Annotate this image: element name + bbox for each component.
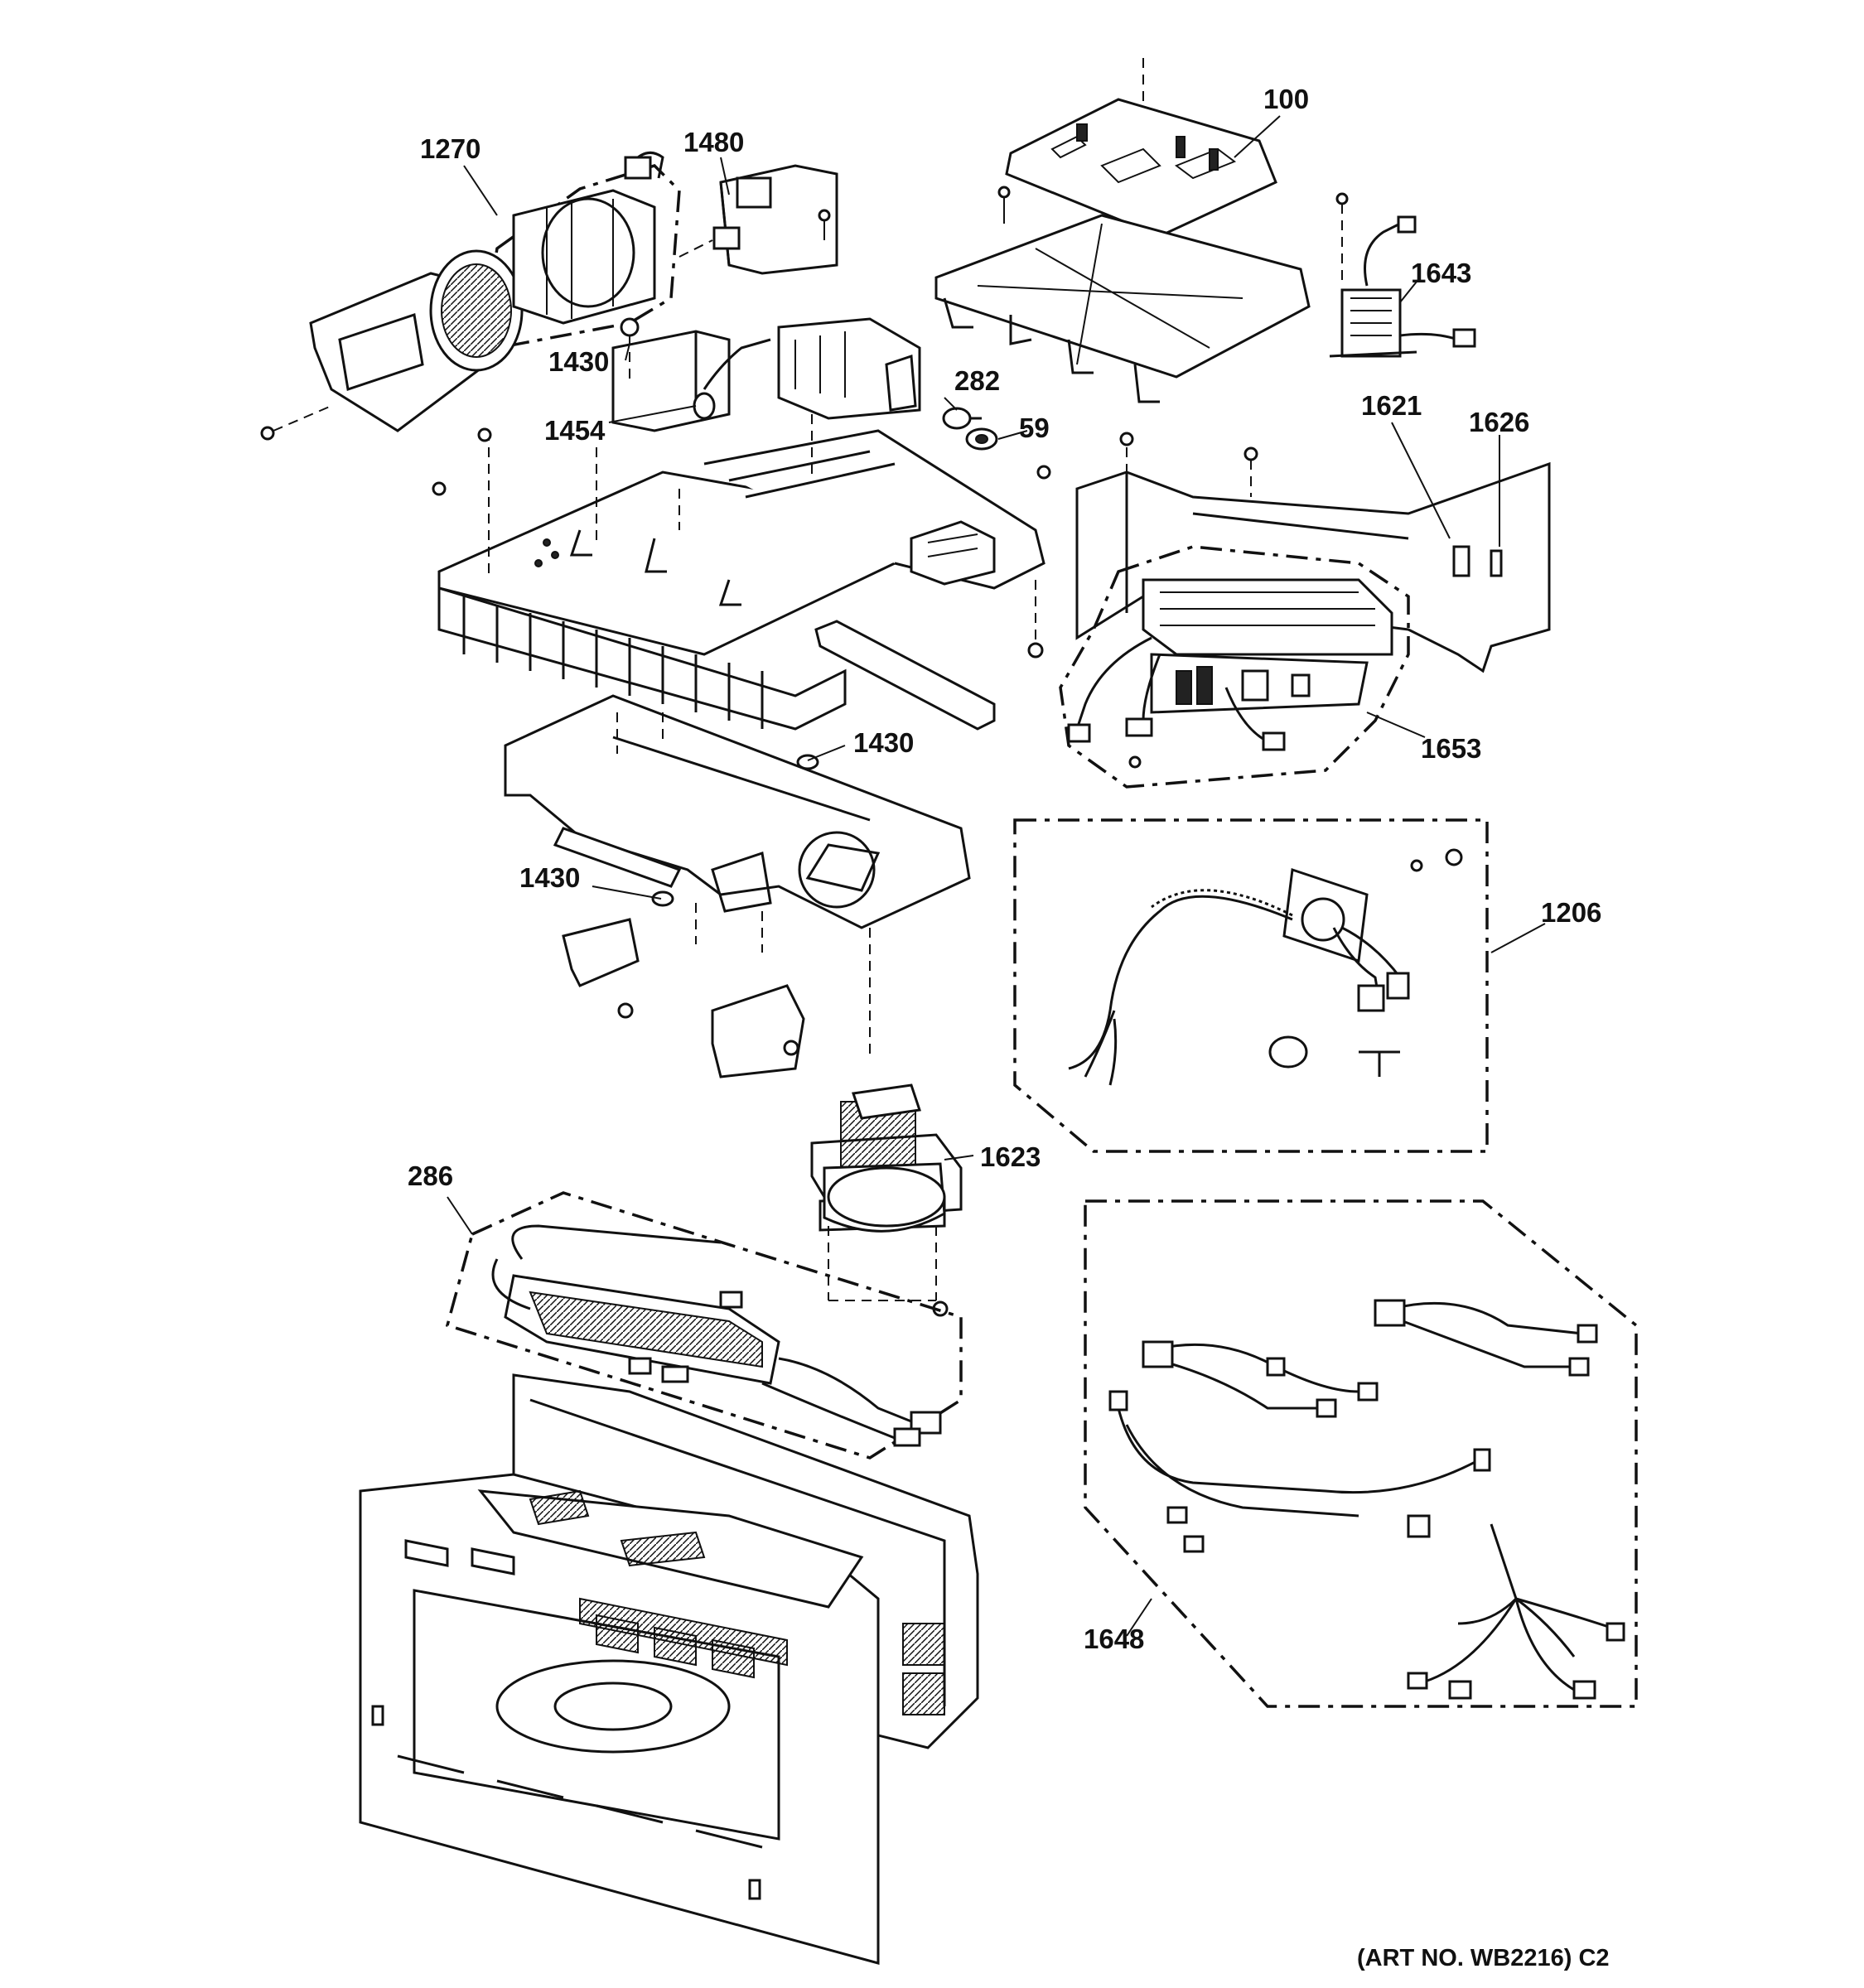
- part-label-1653: 1653: [1421, 733, 1482, 764]
- side-panel-1621-1626: [1075, 432, 1551, 673]
- part-label-282: 282: [954, 365, 1001, 396]
- part-label-1621: 1621: [1361, 390, 1422, 421]
- art-number: (ART NO. WB2216) C2: [1357, 1945, 1610, 1971]
- control-board-100: [934, 58, 1311, 403]
- part-label-1430-middle: 1430: [853, 727, 915, 758]
- bracket-1480: [678, 164, 838, 275]
- part-label-1206: 1206: [1541, 897, 1602, 928]
- blower-assembly-1270: [260, 151, 681, 441]
- harness-group-1648: [1084, 1199, 1638, 1708]
- lamp-282: [942, 407, 982, 430]
- leader-lines: [447, 115, 1546, 1637]
- part-label-1430-lower: 1430: [519, 862, 581, 893]
- heater-assembly-286: [445, 1191, 963, 1460]
- part-label-286: 286: [408, 1160, 454, 1191]
- relay-housing-1454: [611, 317, 921, 432]
- relay-board-1653: [1059, 545, 1410, 789]
- middle-bracket: [504, 694, 971, 1078]
- fan-motor-1623: [810, 1083, 963, 1317]
- harness-assembly-1206: [1013, 818, 1489, 1153]
- transformer-1643: [1329, 192, 1476, 358]
- part-label-1430-top: 1430: [548, 346, 610, 377]
- upper-chassis: [432, 414, 1051, 731]
- part-label-1270: 1270: [420, 133, 481, 164]
- part-label-1454: 1454: [544, 415, 606, 446]
- part-label-1626: 1626: [1469, 407, 1530, 437]
- part-label-1623: 1623: [980, 1141, 1041, 1172]
- part-label-100: 100: [1263, 84, 1310, 114]
- oven-cavity: [359, 1373, 979, 1965]
- part-label-1648: 1648: [1084, 1624, 1145, 1654]
- part-label-59: 59: [1019, 413, 1050, 443]
- part-label-1643: 1643: [1411, 258, 1472, 288]
- socket-59: [965, 427, 998, 451]
- part-label-1480: 1480: [683, 127, 745, 157]
